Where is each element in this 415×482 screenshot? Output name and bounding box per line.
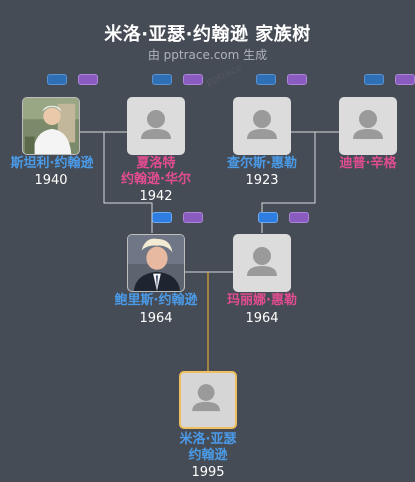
person-card-charlotte[interactable] [127,97,185,155]
person-year-boris: 1964 [139,311,173,326]
page-subtitle: 由 pptrace.com 生成 [147,48,268,62]
person-name-milo: 米洛·亚瑟 [179,432,237,447]
person-year-marina: 1964 [245,311,279,326]
person-name-charles: 查尔斯·惠勒 [227,156,297,171]
father-link-tag[interactable] [258,212,278,223]
person-year-charlotte: 1942 [139,189,173,204]
person-card-stanley[interactable] [22,97,80,155]
father-link-tag[interactable] [152,212,172,223]
person-card-dip[interactable] [339,97,397,155]
person-placeholder-icon [247,110,277,139]
mother-link-tag[interactable] [183,74,203,85]
person-name-charlotte: 夏洛特 [136,156,176,171]
person-year-stanley: 1940 [34,173,68,188]
mother-link-tag[interactable] [78,74,98,85]
portrait-photo-icon [128,235,184,291]
father-link-tag[interactable] [47,74,67,85]
person-card-milo[interactable] [179,371,237,429]
page-title: 米洛·亚瑟·约翰逊 家族树 [104,24,311,45]
father-link-tag[interactable] [256,74,276,85]
person-placeholder-icon [353,110,383,139]
father-link-tag[interactable] [364,74,384,85]
person-name-stanley: 斯坦利·约翰逊 [10,156,94,171]
person-placeholder-icon [192,384,221,412]
person-name-charlotte-line2: 约翰逊·华尔 [121,172,191,187]
person-year-milo: 1995 [191,465,225,480]
mother-link-tag[interactable] [289,212,309,223]
person-name-dip: 迪普·辛格 [339,156,397,171]
father-link-tag[interactable] [152,74,172,85]
person-card-marina[interactable] [233,234,291,292]
mother-link-tag[interactable] [183,212,203,223]
person-name-boris: 鲍里斯·约翰逊 [114,293,198,308]
person-card-charles[interactable] [233,97,291,155]
person-placeholder-icon [141,110,171,139]
person-placeholder-icon [247,247,277,276]
portrait-photo-icon [23,98,79,154]
person-name-marina: 玛丽娜·惠勒 [227,293,297,308]
mother-link-tag[interactable] [287,74,307,85]
person-name-milo-line2: 约翰逊 [188,448,228,463]
person-card-boris[interactable] [127,234,185,292]
mother-link-tag[interactable] [395,74,415,85]
person-year-charles: 1923 [245,173,279,188]
